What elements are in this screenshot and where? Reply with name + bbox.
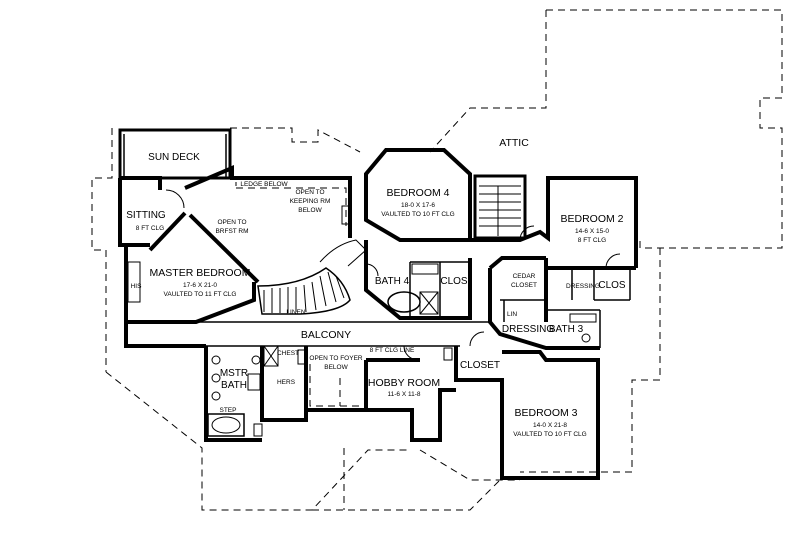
open-keeping-line1: OPEN TO (295, 189, 324, 196)
mstr-bath-line2: BATH (221, 380, 247, 391)
master-bedroom-label: MASTER BEDROOM (150, 267, 251, 279)
cedar-closet-line2: CLOSET (511, 282, 537, 289)
his-closet-label: HIS (131, 283, 143, 290)
bedroom3-label: BEDROOM 3 (514, 407, 577, 419)
bedroom2-size: 14-6 X 15-0 (575, 228, 609, 235)
step-label: STEP (220, 407, 237, 414)
walls (118, 148, 638, 480)
mstr-bath-line1: MSTR (220, 368, 248, 379)
open-foyer-line1: OPEN TO FOYER (309, 355, 363, 362)
bath3-label: BATH 3 (549, 324, 584, 335)
bedroom2-ceiling: 8 FT CLG (578, 237, 606, 244)
roof-outline (91, 9, 783, 511)
open-brfst-line2: BRFST RM (215, 228, 248, 235)
linen-label: LINEN (286, 309, 305, 316)
bedroom3-size: 14-0 X 21-8 (533, 422, 567, 429)
sitting-label: SITTING (126, 210, 166, 221)
closet-label: CLOSET (460, 360, 500, 371)
main-stair (257, 239, 367, 315)
open-keeping-line2: KEEPING RM (290, 198, 331, 205)
bedroom4-ceiling: VAULTED TO 10 FT CLG (381, 211, 454, 218)
master-bedroom-size: 17-6 X 21-0 (183, 282, 217, 289)
attic-label: ATTIC (499, 137, 529, 149)
labels: SUN DECK SITTING 8 FT CLG LEDGE BELOW OP… (126, 137, 626, 438)
linen-closet-label: LIN (507, 311, 517, 318)
open-foyer-line2: BELOW (324, 364, 348, 371)
ledge-below-label: LEDGE BELOW (240, 181, 288, 188)
sitting-ceiling: 8 FT CLG (136, 225, 164, 232)
master-bedroom-ceiling: VAULTED TO 11 FT CLG (164, 291, 237, 298)
cedar-closet-line1: CEDAR (513, 273, 536, 280)
bedroom2-closet-label: CLOS (598, 280, 626, 291)
bedroom4-size: 18-0 X 17-6 (401, 202, 435, 209)
dressing-label: DRESSING (502, 324, 554, 335)
fixtures (127, 189, 621, 437)
hobby-room-size: 11-6 X 11-8 (387, 391, 420, 398)
dressing-small-label: DRESSING (566, 283, 600, 290)
hobby-shelf-label: 8 FT CLG LINE (370, 347, 415, 354)
bedroom4-label: BEDROOM 4 (386, 187, 449, 199)
hers-closet-label: HERS (277, 379, 296, 386)
bedroom3-ceiling: VAULTED TO 10 FT CLG (513, 431, 586, 438)
balcony-label: BALCONY (301, 329, 351, 341)
sun-deck-label: SUN DECK (148, 152, 200, 163)
hobby-room-label: HOBBY ROOM (368, 377, 440, 389)
attic-stair (479, 185, 521, 236)
chest-label: CHEST (277, 350, 299, 357)
open-brfst-line1: OPEN TO (217, 219, 246, 226)
bedroom2-label: BEDROOM 2 (560, 213, 623, 225)
open-to-below (235, 182, 362, 407)
bath4-closet-label: CLOS (440, 276, 468, 287)
open-keeping-line3: BELOW (298, 207, 322, 214)
bath4-label: BATH 4 (375, 276, 410, 287)
